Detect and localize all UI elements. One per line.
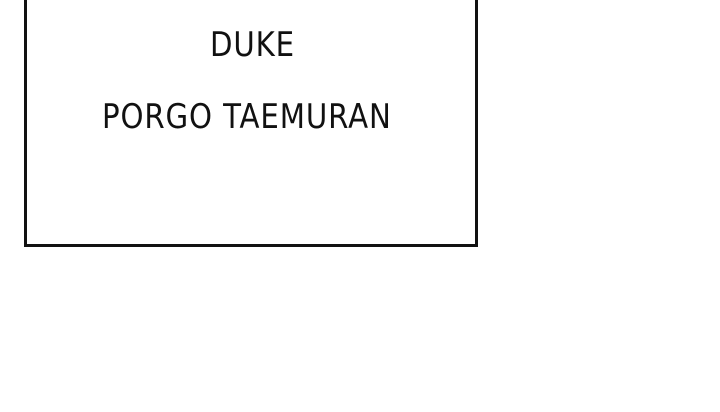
caption-box bbox=[24, 0, 478, 247]
caption-title: DUKE bbox=[210, 25, 296, 65]
caption-name: PORGO TAEMURAN bbox=[102, 97, 392, 137]
